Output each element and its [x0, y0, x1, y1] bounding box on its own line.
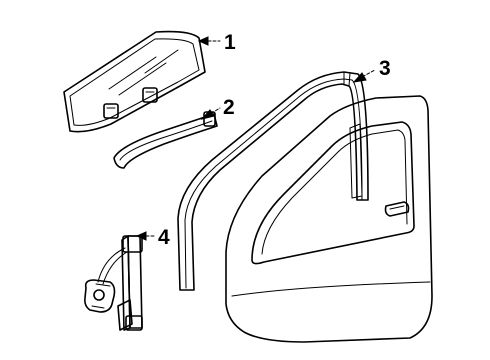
arrow-head-icon [197, 36, 209, 46]
arrow-head-icon [200, 109, 215, 120]
arrow-head-icon [352, 72, 367, 83]
glass-run-channel-part [113, 111, 218, 169]
callout-1: 1 [197, 31, 236, 54]
callout-4: 4 [135, 226, 170, 249]
callout-3: 3 [352, 57, 391, 83]
window-regulator-part [84, 235, 143, 331]
callout-number-1: 1 [224, 31, 236, 54]
arrow-head-icon [135, 231, 147, 241]
callout-number-2: 2 [223, 96, 235, 119]
door-frame-weatherstrip-part [177, 71, 369, 291]
callout-number-4: 4 [158, 226, 170, 249]
callout-2: 2 [200, 96, 235, 120]
callout-number-3: 3 [379, 57, 391, 80]
front-door-shell [225, 95, 433, 343]
door-glass-part [63, 30, 206, 133]
